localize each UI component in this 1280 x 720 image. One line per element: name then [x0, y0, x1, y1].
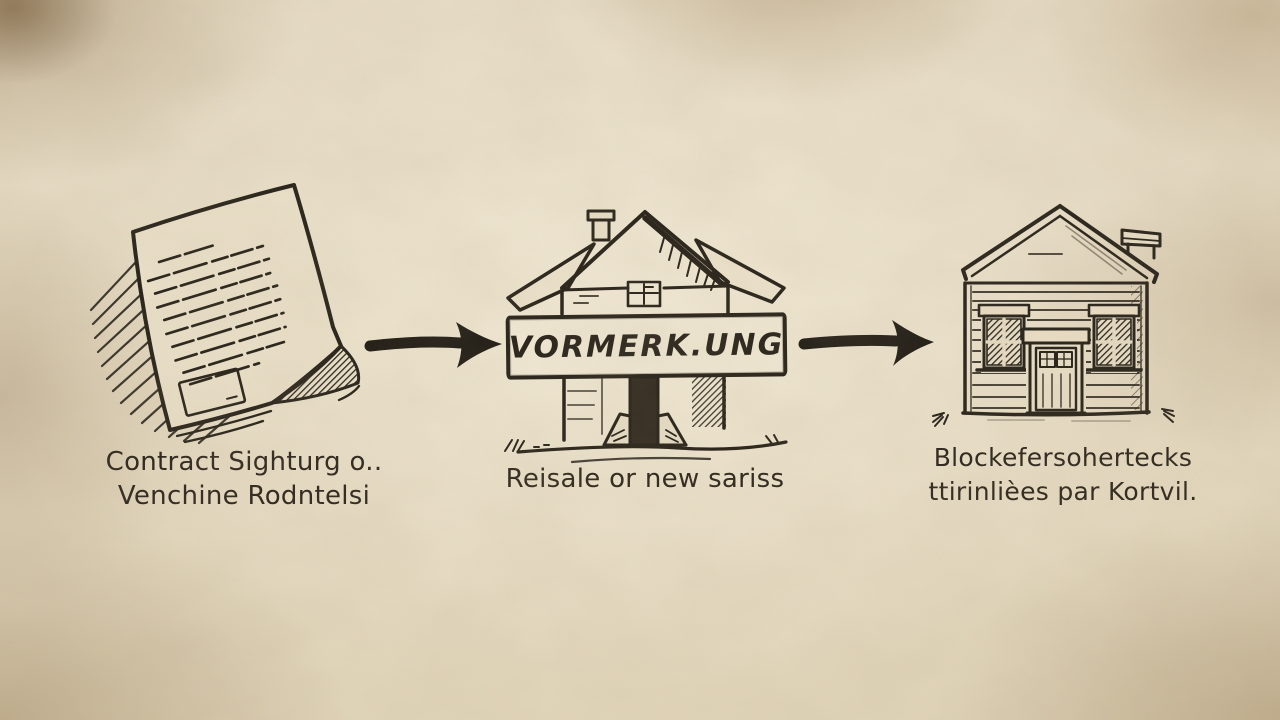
caption-line: Contract Sighturg o.. [105, 447, 383, 477]
right-window [1085, 303, 1143, 373]
grass-left [932, 412, 949, 427]
gable-window [626, 280, 662, 308]
caption-line: Reisale or new sariss [505, 464, 785, 494]
door [1021, 327, 1091, 415]
left-column-lines [567, 376, 603, 435]
wall-dashes [573, 295, 599, 304]
arrow-shaft [798, 334, 902, 350]
caption-step-3: Blockefersohertecks ttirinlièes par Kort… [910, 441, 1216, 509]
ground-shadow-dashes [987, 419, 1131, 422]
caption-step-2: Reisale or new sariss [472, 463, 818, 496]
arrow-right-icon [798, 320, 934, 366]
caption-line: Blockefersohertecks [933, 443, 1193, 472]
caption-line: ttirinlièes par Kortvil. [928, 477, 1198, 506]
post-base-right [656, 412, 688, 447]
caption-step-1: Contract Sighturg o.. Venchine Rodntelsi [68, 445, 420, 513]
ground-line-2 [570, 456, 712, 464]
house-icon [932, 204, 1175, 427]
right-shaded-column [692, 377, 726, 427]
center-post [628, 375, 660, 447]
contract-document-icon [89, 183, 361, 445]
chimney [586, 209, 616, 242]
chimney [1120, 228, 1162, 260]
roof-left-wing [506, 242, 596, 312]
vormerkung-sign: VORMERK.UNG [505, 312, 788, 380]
grass-right [1161, 408, 1175, 423]
caption-line: Venchine Rodntelsi [117, 481, 371, 511]
arrow-shaft [364, 336, 466, 352]
